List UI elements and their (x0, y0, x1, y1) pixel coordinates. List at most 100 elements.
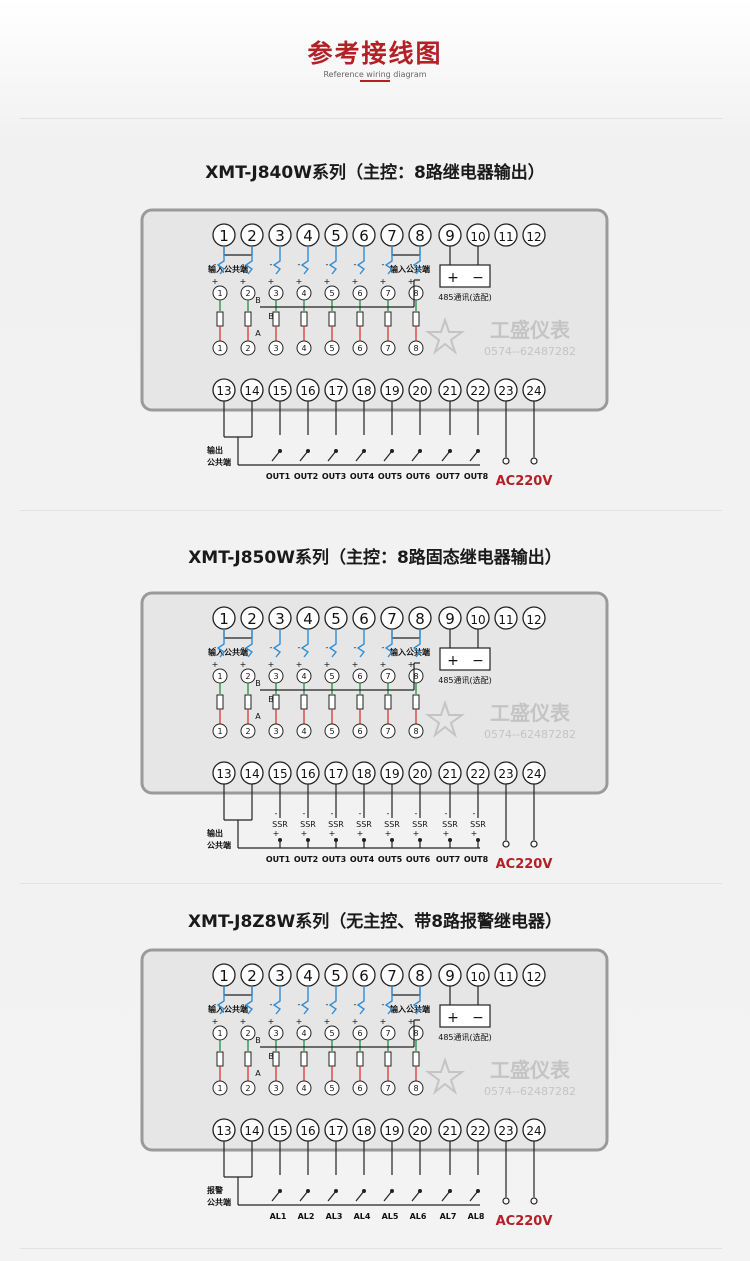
input-common-label: 输入公共端 (390, 1004, 430, 1014)
terminal-number: 24 (526, 384, 541, 398)
plus-sign: + (268, 1017, 275, 1026)
channel-number: 7 (385, 289, 390, 298)
comm-label: 485通讯(选配) (438, 1032, 492, 1042)
channel-number: 5 (329, 672, 334, 681)
terminal-number: 1 (219, 967, 229, 985)
channel-node (324, 723, 340, 739)
plus-sign: + (413, 829, 420, 838)
relay-switch (469, 450, 479, 462)
divider (20, 510, 722, 511)
channel-number: 5 (329, 727, 334, 736)
channel-wire (272, 629, 282, 658)
terminal-number: 16 (300, 384, 315, 398)
minus-sign: - (214, 1000, 217, 1009)
meter-panel (140, 208, 609, 412)
channel-node (240, 340, 256, 356)
sensor-resistor (300, 694, 308, 710)
minus-sign: - (331, 809, 334, 818)
channel-node (296, 723, 312, 739)
page-subtitle: Reference wiring diagram (323, 70, 427, 79)
sensor-resistor (356, 311, 364, 327)
page-title: 参考接线图 (307, 39, 443, 68)
terminal-number: 2 (247, 227, 257, 245)
out-common-label: 报警 (207, 1185, 223, 1195)
label-b: B (255, 296, 261, 305)
label-b: B (268, 695, 274, 704)
terminal-number: 5 (331, 227, 341, 245)
terminal-number: 11 (498, 970, 513, 984)
channel-number: 4 (301, 672, 306, 681)
terminal-number: 19 (384, 1124, 399, 1138)
terminal-number: 4 (303, 610, 313, 628)
terminal-number: 18 (356, 384, 371, 398)
channel-wire (356, 246, 366, 275)
output-label-out1: OUT1 (266, 855, 291, 864)
minus-sign: - (354, 1000, 357, 1009)
relay-switch (441, 1190, 451, 1202)
channel-node (268, 340, 284, 356)
channel-number: 6 (357, 1029, 362, 1038)
output-label-out2: OUT2 (294, 855, 318, 864)
ssr-label: SSR (384, 820, 400, 829)
output-label-out8: OUT8 (464, 855, 489, 864)
channel-number: 6 (357, 1084, 362, 1093)
power-terminal (530, 1197, 538, 1205)
output-label-out8: OUT8 (464, 472, 489, 481)
channel-node (296, 340, 312, 356)
channel-number: 6 (357, 344, 362, 353)
comm-box (439, 647, 491, 671)
comm-plus: + (447, 653, 459, 669)
terminal-number: 7 (387, 610, 397, 628)
comm-label: 485通讯(选配) (438, 292, 492, 302)
terminal-number: 5 (331, 610, 341, 628)
channel-wire (356, 986, 366, 1015)
channel-wire (244, 629, 254, 658)
terminal-number: 10 (470, 230, 485, 244)
sensor-resistor (244, 694, 252, 710)
terminal-11 (494, 963, 518, 987)
minus-sign: - (303, 809, 306, 818)
terminal-number: 12 (526, 613, 541, 627)
output-label-out7: OUT7 (436, 472, 460, 481)
plus-sign: + (352, 660, 359, 669)
output-label-out3: OUT3 (322, 472, 346, 481)
channel-number: 3 (273, 1029, 278, 1038)
terminal-number: 23 (498, 1124, 513, 1138)
output-label-out5: OUT5 (378, 472, 403, 481)
minus-sign: - (445, 809, 448, 818)
channel-number: 1 (217, 727, 222, 736)
terminal-number: 10 (470, 970, 485, 984)
meter-panel (140, 591, 609, 795)
plus-sign: + (443, 829, 450, 838)
star-logo-icon (424, 1056, 466, 1095)
channel-number: 2 (245, 1029, 250, 1038)
out-common-label: 输出 (207, 828, 223, 838)
channel-wire (412, 629, 422, 658)
terminal-number: 22 (470, 1124, 485, 1138)
comm-minus: − (472, 270, 484, 286)
plus-sign: + (471, 829, 478, 838)
output-label-out6: OUT6 (406, 855, 431, 864)
terminal-12 (522, 963, 546, 987)
section-title-3: XMT-J8Z8W系列（无主控、带8路报警继电器） (187, 912, 563, 932)
channel-node (268, 723, 284, 739)
channel-node (212, 1080, 228, 1096)
terminal-number: 13 (216, 384, 231, 398)
channel-wire (328, 986, 338, 1015)
terminal-number: 16 (300, 1124, 315, 1138)
minus-sign: - (242, 1000, 245, 1009)
plus-sign: + (273, 829, 280, 838)
minus-sign: - (326, 643, 329, 652)
channel-number: 8 (413, 1084, 418, 1093)
ssr-label: SSR (272, 820, 288, 829)
comm-plus: + (447, 270, 459, 286)
channel-number: 7 (385, 344, 390, 353)
channel-number: 4 (301, 344, 306, 353)
channel-number: 1 (217, 672, 222, 681)
terminal-number: 19 (384, 384, 399, 398)
label-a: A (255, 712, 261, 721)
channel-wire (328, 629, 338, 658)
out-common-label: 公共端 (207, 840, 231, 850)
terminal-number: 21 (442, 384, 457, 398)
watermark-phone: 0574--62487282 (484, 728, 576, 741)
